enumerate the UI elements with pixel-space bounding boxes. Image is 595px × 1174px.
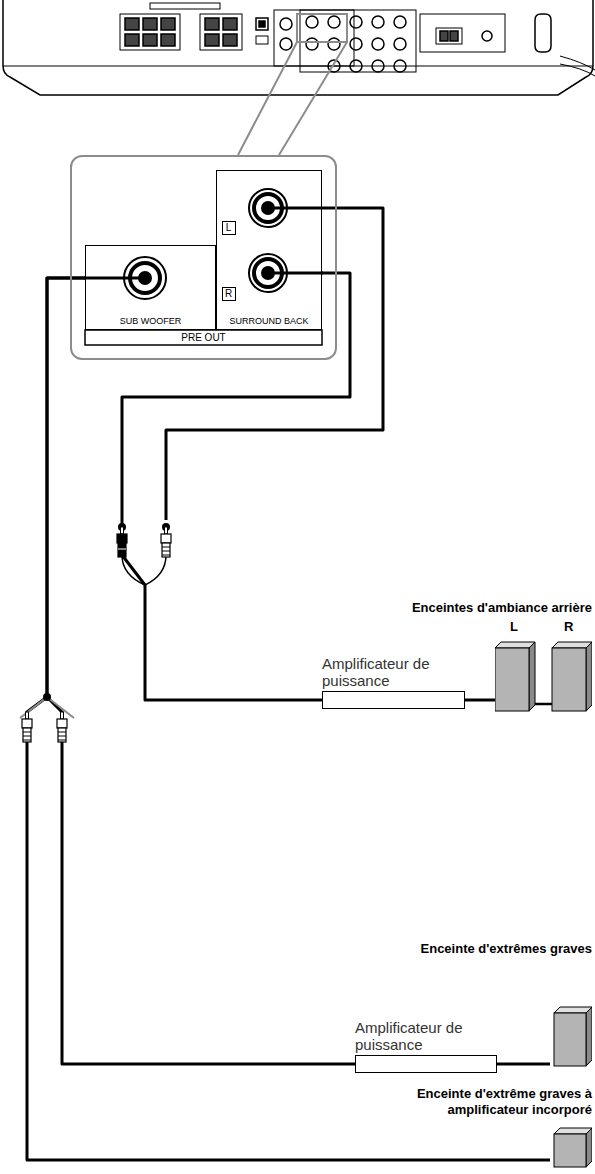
cable-line [497,1063,550,1066]
jack-section: SUB WOOFER [85,245,216,330]
cable-line [465,699,495,702]
channel-label: R [564,619,573,634]
rca-plugs [22,523,171,742]
speaker-drawing [495,640,592,712]
node-text: Enceinte d'extrêmes graves [421,941,592,957]
pre-out-panel: PRE OUT SUB WOOFERSURROUND BACK L R [70,155,337,360]
power-amplifier: Amplificateur de puissance [322,691,465,709]
node-text: Amplificateur de puissance [322,655,457,689]
rear-panel [3,0,595,95]
cable-connector [27,278,550,1160]
cables [84,208,383,585]
powered-subwoofer: Enceinte d'extrême graves à amplificateu… [550,1126,592,1168]
cable-line [27,278,550,1160]
channel-box: R [222,287,236,301]
speaker-drawing [550,1126,592,1168]
cable-line [47,278,355,1064]
speaker-drawing [550,1005,592,1067]
node-text: R [223,288,235,300]
subwoofer-speaker: Enceinte d'extrêmes graves [550,1005,592,1067]
channel-box: L [222,221,236,235]
node-text: SUB WOOFER [86,316,215,327]
zoom-lines [238,14,347,155]
pre-out-jacks [85,189,322,345]
speaker-pair: Enceintes d'ambiance arrière [495,640,592,712]
power-amplifier: Amplificateur de puissance [355,1055,497,1073]
cable-connector [47,278,355,1064]
cable-connector [465,700,495,701]
node-text: Amplificateur de puissance [355,1019,490,1053]
node-text: SURROUND BACK [217,316,321,327]
jack-section: SURROUND BACK L R [216,170,322,330]
cable-connector [122,273,350,700]
node-text: PRE OUT [85,331,322,345]
cable-connector [497,1064,550,1065]
node-text: Enceinte d'extrême graves à amplificateu… [410,1086,592,1118]
node-text: Enceintes d'ambiance arrière [412,600,592,616]
cable-line [122,273,350,700]
channel-label: L [510,619,518,634]
node-text: L [223,222,235,234]
